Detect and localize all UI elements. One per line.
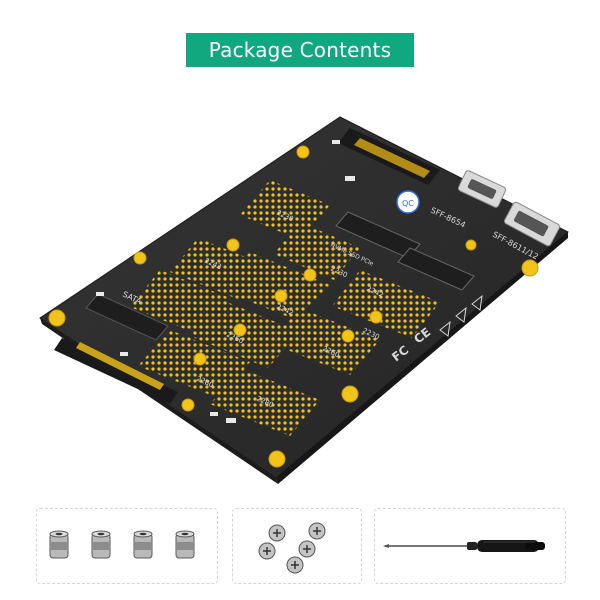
adapter-board-image: QC SFF-8654 SFF-8611/12 SATA NVMe SSD PC… (39, 116, 569, 484)
standoffs-box (36, 508, 218, 584)
standoffs-image (49, 530, 195, 559)
page-title: Package Contents (186, 33, 414, 67)
screwdriver-box (374, 508, 566, 584)
screwdriver-image (383, 540, 545, 552)
screws-image (258, 522, 326, 574)
screws-box (232, 508, 362, 584)
m2-slot-fields (130, 180, 440, 436)
svg-text:QC: QC (402, 199, 414, 208)
